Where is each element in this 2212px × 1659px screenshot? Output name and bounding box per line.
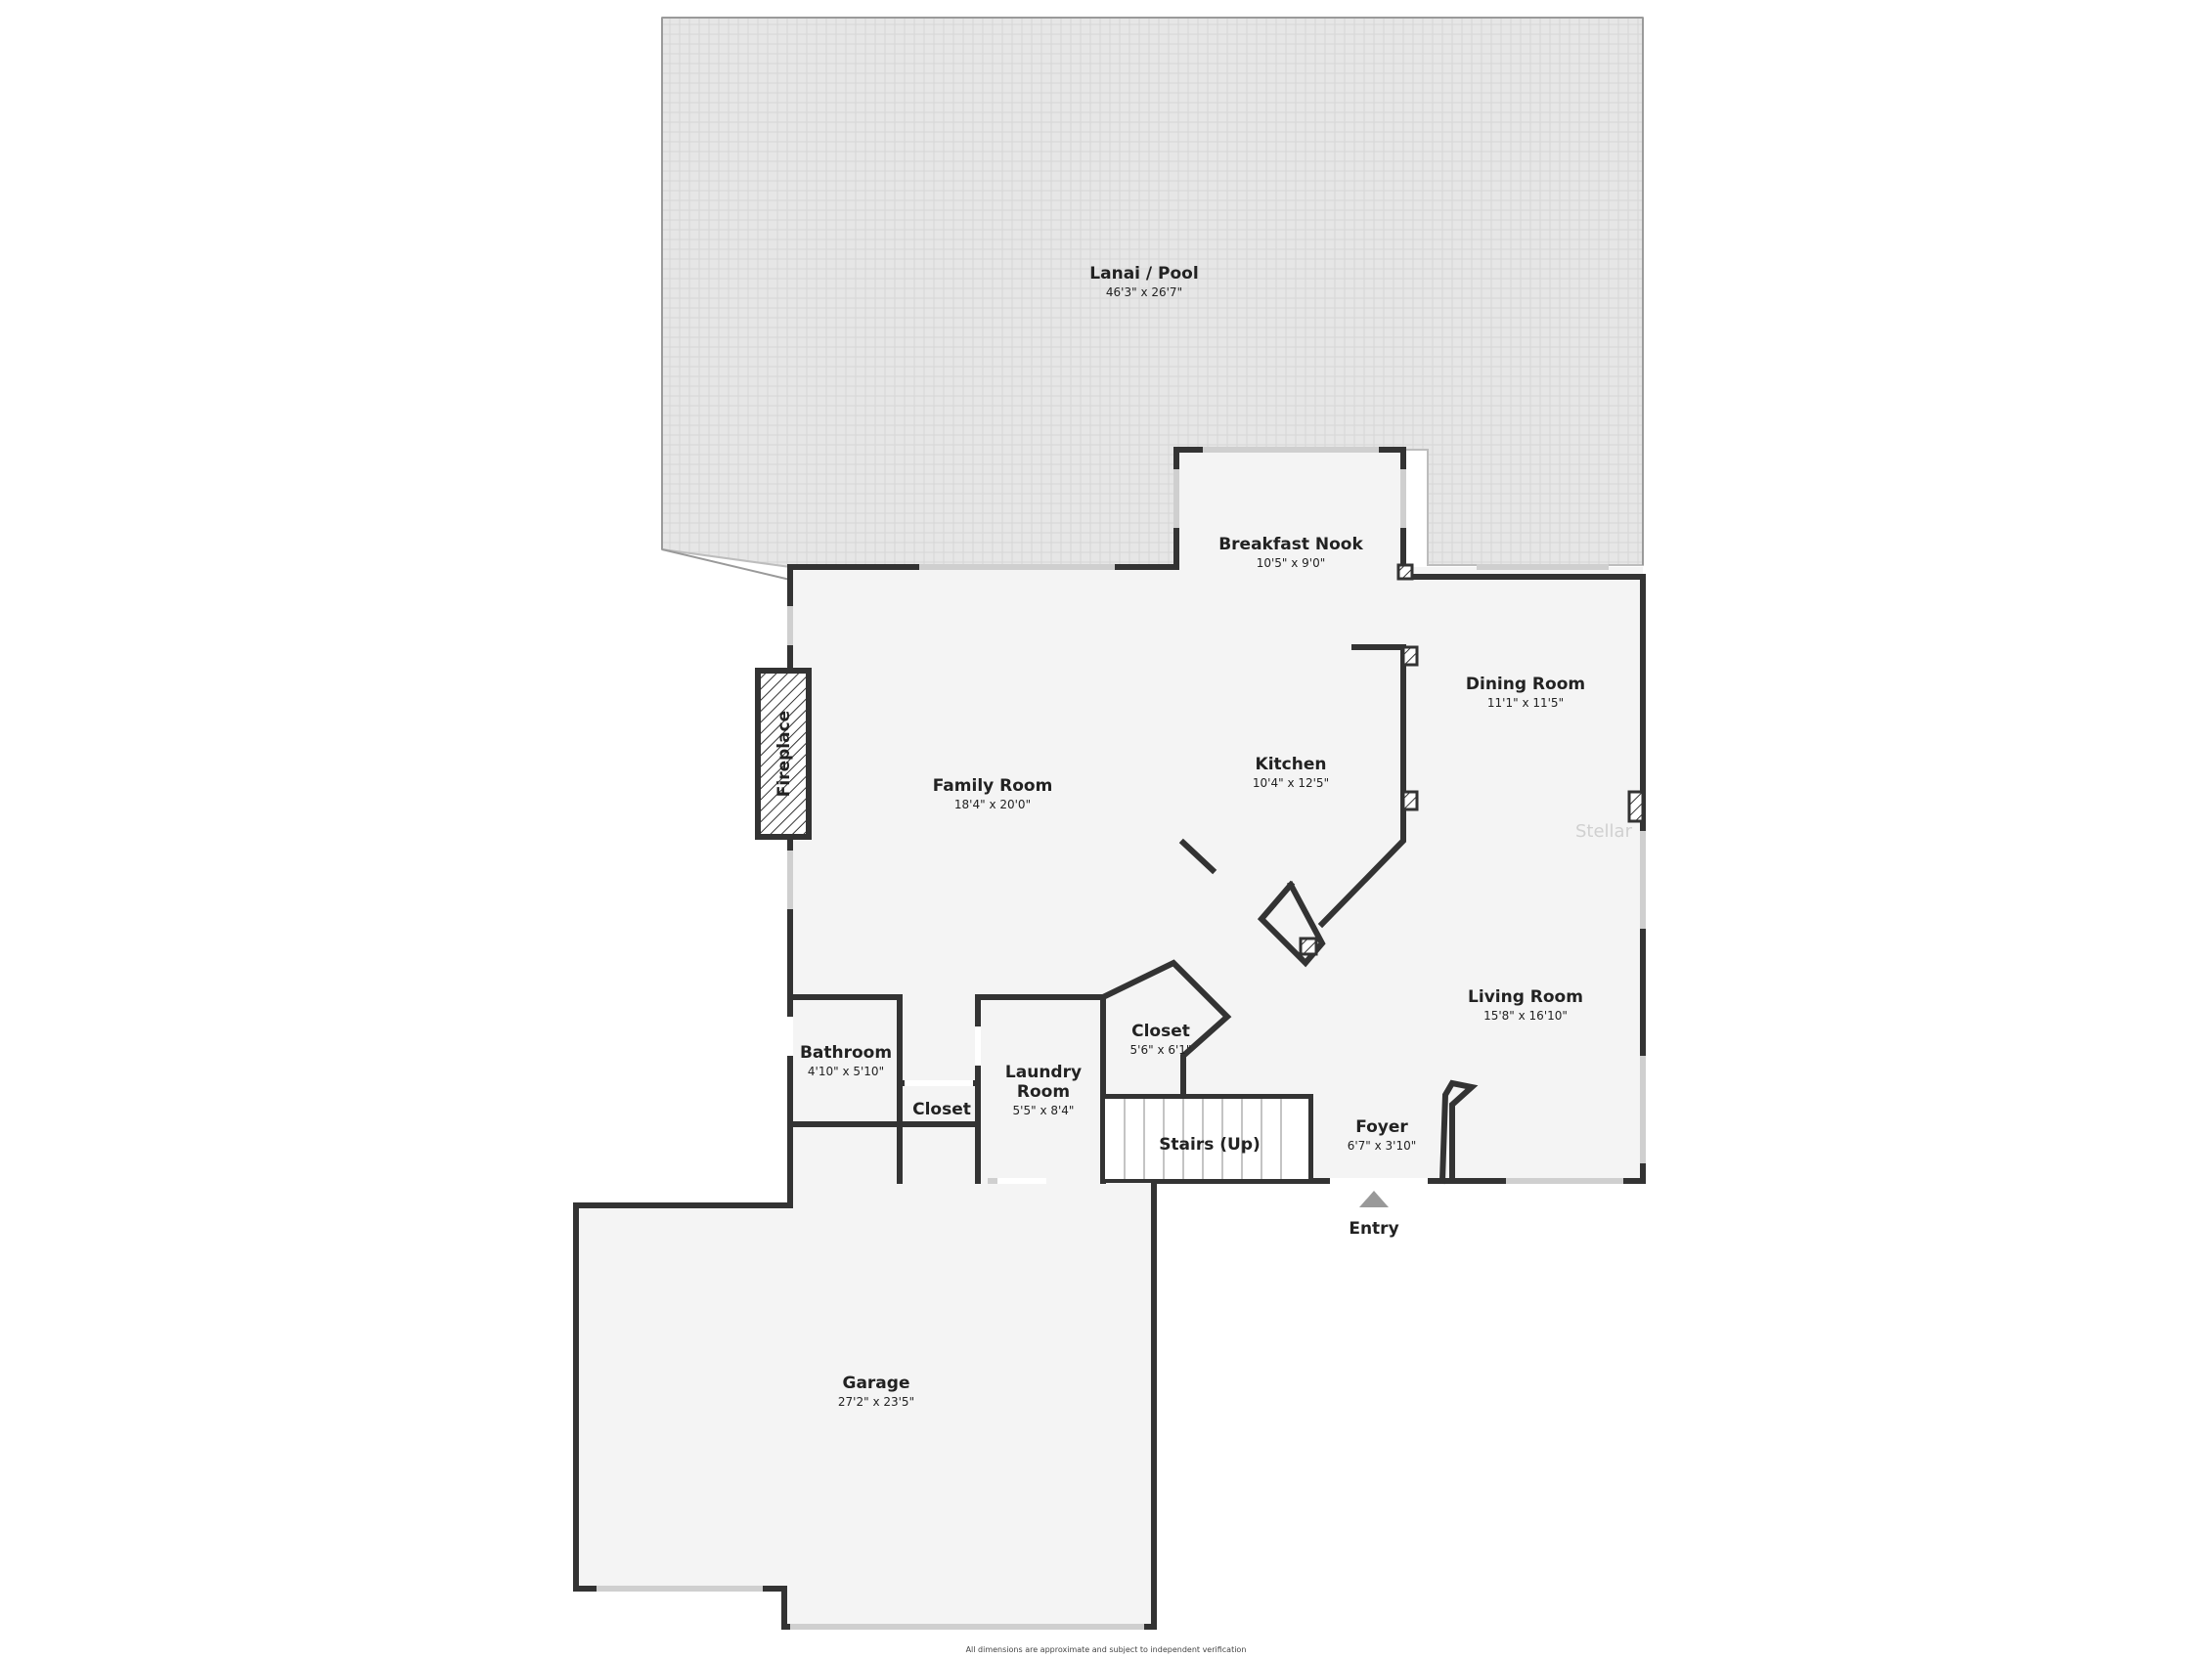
watermark: Stellar (1575, 821, 1633, 842)
lanai-dims: 46'3" x 26'7" (1106, 285, 1182, 299)
lanai-screen-edges (661, 17, 1644, 581)
foyer-name: Foyer (1355, 1117, 1408, 1137)
room-labels: Lanai / Pool 46'3" x 26'7" Breakfast Noo… (774, 264, 1633, 1654)
stairs-name: Stairs (Up) (1159, 1135, 1261, 1155)
foyer-dims: 6'7" x 3'10" (1348, 1139, 1417, 1153)
lanai-name: Lanai / Pool (1089, 264, 1198, 284)
door-openings (787, 1017, 1428, 1184)
kitchen-name: Kitchen (1256, 755, 1327, 774)
family-room-dims: 18'4" x 20'0" (954, 798, 1031, 811)
garage-name: Garage (843, 1374, 910, 1393)
bathroom-name: Bathroom (800, 1043, 892, 1063)
fireplace (755, 668, 812, 840)
laundry-name-line1: Laundry (1005, 1063, 1082, 1082)
bathroom-dims: 4'10" x 5'10" (808, 1065, 884, 1078)
closet-small-name: Closet (1131, 1022, 1190, 1041)
family-room-name: Family Room (933, 776, 1053, 796)
dining-room-name: Dining Room (1466, 675, 1585, 694)
laundry-dims: 5'5" x 8'4" (1013, 1104, 1075, 1117)
entry-label: Entry (1349, 1219, 1398, 1239)
garage-dims: 27'2" x 23'5" (838, 1395, 914, 1409)
pillars (1299, 563, 1645, 956)
dining-room-dims: 11'1" x 11'5" (1487, 696, 1564, 710)
living-room-dims: 15'8" x 16'10" (1483, 1009, 1568, 1023)
entry-arrow-icon (1359, 1191, 1389, 1207)
living-room-name: Living Room (1468, 987, 1583, 1007)
closet-small-dims: 5'6" x 6'1" (1130, 1043, 1192, 1057)
stairs (1101, 1095, 1312, 1183)
kitchen-dims: 10'4" x 12'5" (1253, 776, 1329, 790)
breakfast-nook-dims: 10'5" x 9'0" (1257, 556, 1326, 570)
fireplace-label: Fireplace (774, 711, 794, 797)
laundry-name-line2: Room (1017, 1082, 1070, 1102)
breakfast-nook-name: Breakfast Nook (1218, 535, 1363, 554)
closet-hall-name: Closet (912, 1100, 971, 1119)
garage-floor (576, 1181, 1154, 1627)
disclaimer: All dimensions are approximate and subje… (966, 1645, 1247, 1654)
